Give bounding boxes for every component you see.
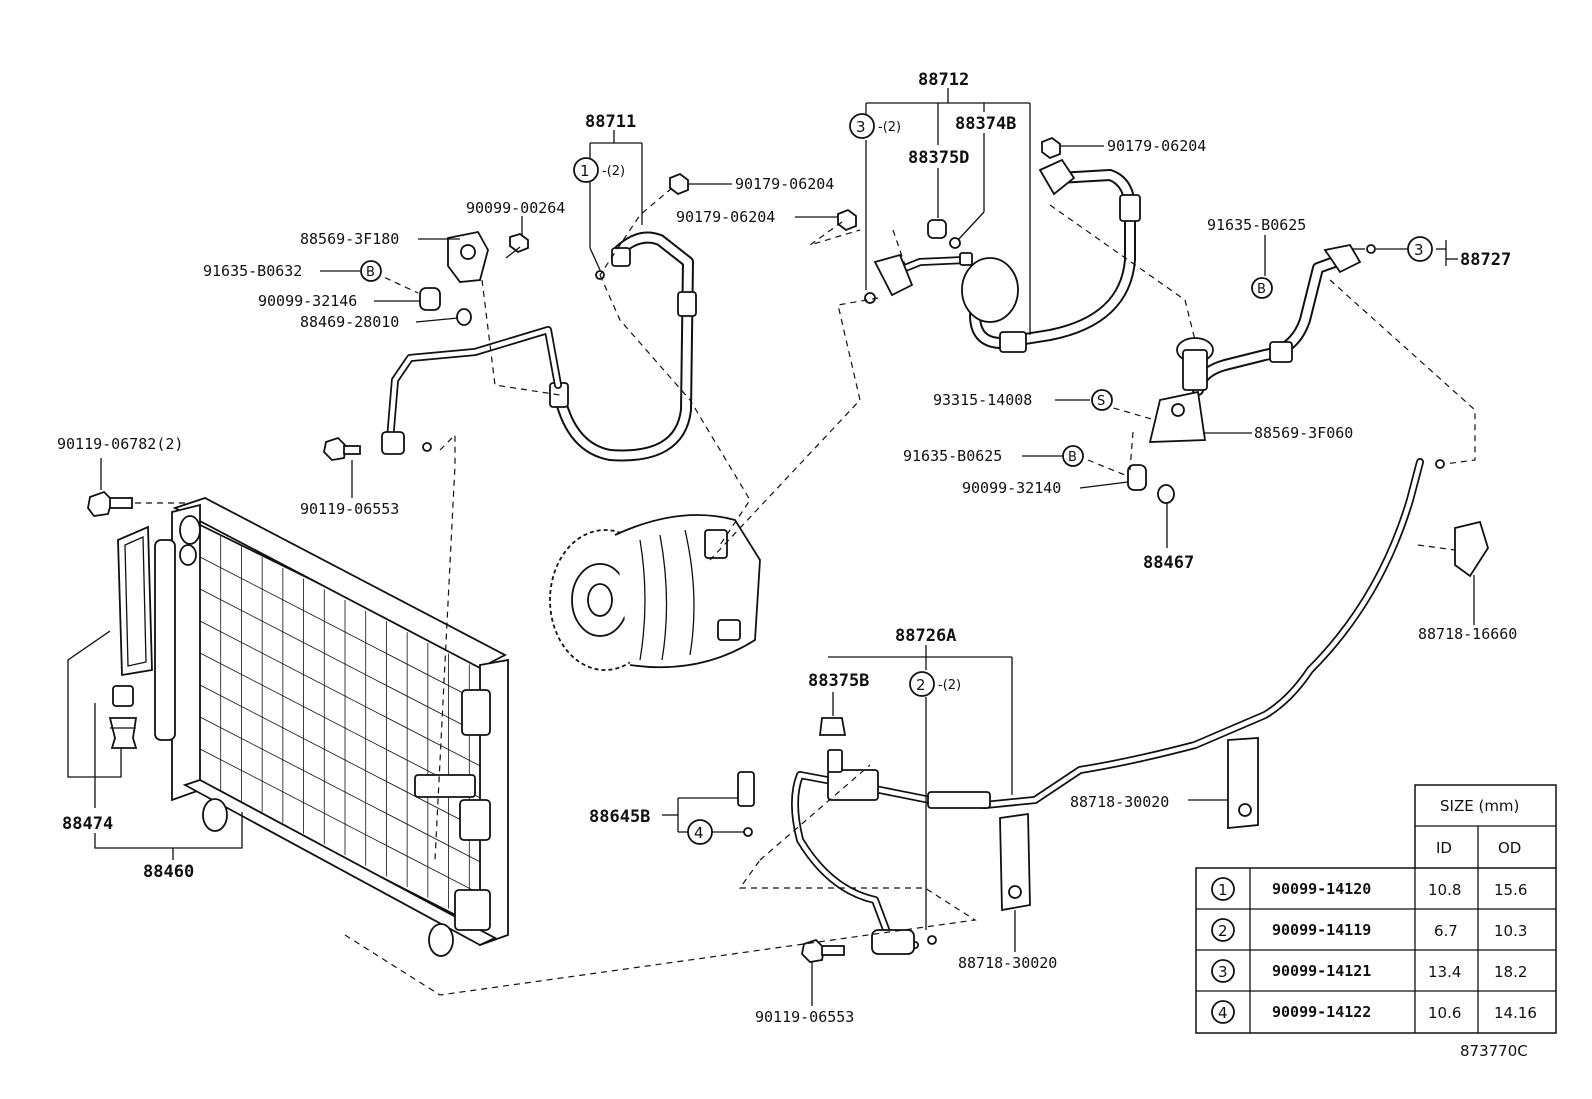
size-table: SIZE (mm) ID OD 1 90099-14120 10.8 15.6 …: [1195, 784, 1557, 1034]
label-88711: 88711: [585, 112, 636, 132]
callout-2-mark: 2: [916, 676, 926, 694]
seal-strip-drawing: [108, 525, 153, 749]
label-90119-06782: 90119-06782(2): [57, 435, 183, 453]
callout-4-mark: 4: [694, 824, 704, 842]
callout-s-marker: S: [1091, 389, 1113, 411]
callout-b-marker-a: B: [360, 260, 382, 282]
hose-88711: [381, 231, 697, 462]
label-90119-06553-b: 90119-06553: [755, 1008, 854, 1026]
size-table-row-3: 3 90099-14121 13.4 18.2: [1211, 959, 1527, 983]
label-88727: 88727: [1460, 250, 1511, 270]
label-88474: 88474: [62, 814, 113, 834]
callout-b-mark-c: B: [1068, 450, 1077, 465]
compressor-drawing: [549, 514, 761, 671]
callout-3b-mark: 3: [1414, 241, 1424, 259]
callout-2-marker: 2 -(2): [909, 671, 961, 697]
size-table-row-4-part: 90099-14122: [1272, 1003, 1371, 1021]
size-table-row-1: 1 90099-14120 10.8 15.6: [1211, 877, 1527, 901]
callout-4-marker: 4: [687, 819, 713, 845]
label-91635-b0632: 91635-B0632: [203, 262, 302, 280]
pipe-88726a: [737, 458, 1489, 963]
hose-88727: [1127, 243, 1362, 504]
size-table-row-4-id: 10.6: [1428, 1004, 1461, 1022]
size-table-row-3-od: 18.2: [1494, 963, 1527, 981]
callout-b-mark-b: B: [1257, 282, 1266, 297]
label-90179-06204-c: 90179-06204: [1107, 137, 1206, 155]
nut-90179-a: [669, 136, 1061, 232]
size-table-row-2-od: 10.3: [1494, 922, 1527, 940]
size-table-row-3-id: 13.4: [1428, 963, 1461, 981]
callout-1-mark: 1: [580, 162, 590, 180]
size-table-row-2-mark: 2: [1218, 922, 1228, 940]
callout-b-marker-c: B: [1062, 445, 1084, 467]
label-88712: 88712: [918, 70, 969, 90]
label-88718-16660: 88718-16660: [1418, 625, 1517, 643]
label-88645b: 88645B: [589, 807, 650, 827]
bracket-88569-3f180: [323, 230, 529, 461]
size-table-row-1-id: 10.8: [1428, 881, 1461, 899]
label-90099-32146: 90099-32146: [258, 292, 357, 310]
size-table-row-1-od: 15.6: [1494, 881, 1527, 899]
label-88718-30020-a: 88718-30020: [1070, 793, 1169, 811]
callout-s-mark: S: [1097, 394, 1105, 409]
size-table-row-2-part: 90099-14119: [1272, 921, 1371, 939]
callout-1-qty: -(2): [602, 164, 625, 179]
label-88718-30020-b: 88718-30020: [958, 954, 1057, 972]
callout-markers: 1 -(2) 3 -(2) 3 2 -(2) 4 B B: [360, 113, 1433, 845]
leader-lines: [67, 88, 1475, 1006]
size-table-row-3-part: 90099-14121: [1272, 962, 1371, 980]
label-90179-06204-b: 90179-06204: [676, 208, 775, 226]
size-table-row-4: 4 90099-14122 10.6 14.16: [1211, 1000, 1537, 1024]
label-88375b: 88375B: [808, 671, 869, 691]
callout-3a-mark: 3: [856, 118, 866, 136]
size-table-title: SIZE (mm): [1440, 797, 1519, 815]
label-93315-14008: 93315-14008: [933, 391, 1032, 409]
label-90179-06204-a: 90179-06204: [735, 175, 834, 193]
callout-3a-marker: 3 -(2): [849, 113, 901, 139]
bolt-condenser: [87, 490, 185, 517]
label-88569-3f180: 88569-3F180: [300, 230, 399, 248]
condenser-drawing: [154, 497, 509, 957]
part-labels: 88711 88712 88374B 88375D 90179-06204 90…: [57, 70, 1528, 1060]
size-table-row-3-mark: 3: [1218, 963, 1228, 981]
label-88460: 88460: [143, 862, 194, 882]
size-table-row-1-mark: 1: [1218, 881, 1228, 899]
callout-3b-marker: 3: [1366, 236, 1433, 262]
size-table-row-2: 2 90099-14119 6.7 10.3: [1211, 918, 1527, 942]
label-91635-b0625-b: 91635-B0625: [903, 447, 1002, 465]
size-table-row-4-od: 14.16: [1494, 1004, 1537, 1022]
callout-b-marker-b: B: [1251, 277, 1273, 299]
size-table-col-id: ID: [1436, 839, 1452, 857]
size-table-col-od: OD: [1498, 839, 1521, 857]
label-88467: 88467: [1143, 553, 1194, 573]
label-90099-00264: 90099-00264: [466, 199, 565, 217]
callout-1-marker: 1 -(2): [573, 157, 625, 183]
label-88726a: 88726A: [895, 626, 956, 646]
callout-2-qty: -(2): [938, 678, 961, 693]
label-88569-3f060: 88569-3F060: [1254, 424, 1353, 442]
hose-88712: [864, 158, 1141, 353]
size-table-row-4-mark: 4: [1218, 1004, 1228, 1022]
size-table-row-1-part: 90099-14120: [1272, 880, 1371, 898]
callout-b-mark-a: B: [366, 265, 375, 280]
callout-3a-qty: -(2): [878, 120, 901, 135]
size-table-row-2-id: 6.7: [1434, 922, 1458, 940]
label-88375d: 88375D: [908, 148, 969, 168]
label-88374b: 88374B: [955, 114, 1016, 134]
label-91635-b0625-a: 91635-B0625: [1207, 216, 1306, 234]
label-88469-28010: 88469-28010: [300, 313, 399, 331]
dashed-leaders: [344, 187, 1476, 996]
label-90119-06553-a: 90119-06553: [300, 500, 399, 518]
label-90099-32140: 90099-32140: [962, 479, 1061, 497]
figure-code: 873770C: [1460, 1042, 1528, 1060]
